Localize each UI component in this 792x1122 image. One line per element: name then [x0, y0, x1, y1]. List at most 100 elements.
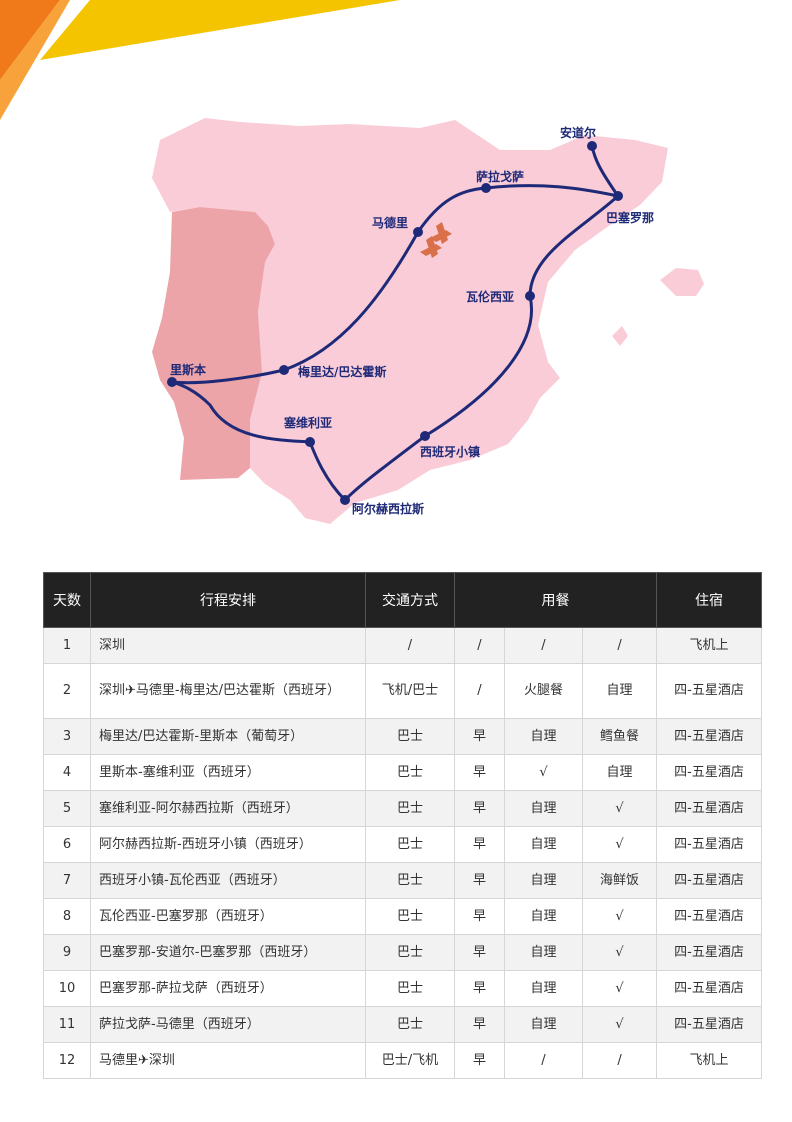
cell-dinner: √: [581, 826, 658, 863]
table-row: 2 深圳✈马德里-梅里达/巴达霍斯（西班牙） 飞机/巴士 / 火腿餐 自理 四-…: [43, 663, 763, 719]
cell-day: 1: [43, 627, 91, 664]
cell-lunch: /: [504, 1042, 583, 1079]
table-row: 10 巴塞罗那-萨拉戈萨（西班牙） 巴士 早 自理 √ 四-五星酒店: [43, 970, 763, 1007]
header-hotel: 住宿: [656, 572, 763, 628]
cell-transport: 巴士: [365, 970, 455, 1007]
cell-transport: 巴士: [365, 862, 455, 899]
cell-lunch: 自理: [504, 970, 583, 1007]
city-dot-barcelona: [613, 191, 623, 201]
city-label-lisbon: 里斯本: [170, 362, 206, 377]
cell-route: 马德里✈深圳: [90, 1042, 366, 1079]
table-body: 1 深圳 / / / / 飞机上 2 深圳✈马德里-梅里达/巴达霍斯（西班牙） …: [43, 627, 763, 1079]
cell-day: 5: [43, 790, 91, 827]
cell-hotel: 四-五星酒店: [656, 898, 763, 935]
city-dot-marbella: [340, 495, 350, 505]
city-dot-merida: [279, 365, 289, 375]
header-route: 行程安排: [90, 572, 366, 628]
cell-lunch: 火腿餐: [504, 663, 583, 719]
cell-dinner: √: [581, 934, 658, 971]
table-row: 8 瓦伦西亚-巴塞罗那（西班牙） 巴士 早 自理 √ 四-五星酒店: [43, 898, 763, 935]
city-label-seville: 塞维利亚: [284, 415, 332, 430]
city-label-andorra: 安道尔: [560, 125, 596, 140]
cell-breakfast: /: [454, 663, 505, 719]
city-dot-lisbon: [167, 377, 177, 387]
cell-hotel: 四-五星酒店: [656, 718, 763, 755]
city-label-merida: 梅里达/巴达霍斯: [298, 364, 386, 379]
airplane-icon: [420, 222, 452, 258]
cell-hotel: 四-五星酒店: [656, 790, 763, 827]
cell-lunch: √: [504, 754, 583, 791]
cell-lunch: 自理: [504, 1006, 583, 1043]
cell-hotel: 四-五星酒店: [656, 663, 763, 719]
portugal-shape: [152, 207, 275, 480]
cell-transport: 飞机/巴士: [365, 663, 455, 719]
cell-breakfast: 早: [454, 790, 505, 827]
cell-transport: 巴士: [365, 826, 455, 863]
cell-route: 梅里达/巴达霍斯-里斯本（葡萄牙）: [90, 718, 366, 755]
cell-dinner: 海鲜饭: [581, 862, 658, 899]
cell-day: 2: [43, 663, 91, 719]
city-label-zaragoza: 萨拉戈萨: [476, 169, 524, 184]
cell-day: 9: [43, 934, 91, 971]
cell-transport: 巴士: [365, 934, 455, 971]
cell-breakfast: 早: [454, 862, 505, 899]
cell-dinner: √: [581, 970, 658, 1007]
cell-dinner: √: [581, 790, 658, 827]
cell-dinner: √: [581, 1006, 658, 1043]
table-row: 7 西班牙小镇-瓦伦西亚（西班牙） 巴士 早 自理 海鲜饭 四-五星酒店: [43, 862, 763, 899]
header-meals: 用餐: [453, 572, 658, 628]
cell-route: 深圳: [90, 627, 366, 664]
table-row: 1 深圳 / / / / 飞机上: [43, 627, 763, 664]
table-row: 5 塞维利亚-阿尔赫西拉斯（西班牙） 巴士 早 自理 √ 四-五星酒店: [43, 790, 763, 827]
city-label-mijas: 西班牙小镇: [420, 444, 480, 459]
cell-hotel: 四-五星酒店: [656, 862, 763, 899]
cell-day: 6: [43, 826, 91, 863]
cell-breakfast: 早: [454, 754, 505, 791]
city-dots: [167, 141, 623, 505]
header-day: 天数: [43, 572, 91, 628]
cell-day: 10: [43, 970, 91, 1007]
city-dot-seville: [305, 437, 315, 447]
cell-dinner: 自理: [581, 754, 658, 791]
cell-breakfast: 早: [454, 898, 505, 935]
balearic-island-ibiza: [612, 326, 628, 346]
cell-route: 里斯本-塞维利亚（西班牙）: [90, 754, 366, 791]
cell-transport: 巴士: [365, 754, 455, 791]
cell-route: 塞维利亚-阿尔赫西拉斯（西班牙）: [90, 790, 366, 827]
itinerary-table: 天数 行程安排 交通方式 用餐 住宿 1 深圳 / / / / 飞机上 2 深圳…: [43, 572, 763, 1079]
cell-route: 萨拉戈萨-马德里（西班牙）: [90, 1006, 366, 1043]
cell-breakfast: 早: [454, 1042, 505, 1079]
city-label-valencia: 瓦伦西亚: [466, 289, 514, 304]
table-row: 6 阿尔赫西拉斯-西班牙小镇（西班牙） 巴士 早 自理 √ 四-五星酒店: [43, 826, 763, 863]
cell-lunch: 自理: [504, 790, 583, 827]
corner-decoration: [0, 0, 400, 120]
cell-route: 瓦伦西亚-巴塞罗那（西班牙）: [90, 898, 366, 935]
table-row: 9 巴塞罗那-安道尔-巴塞罗那（西班牙） 巴士 早 自理 √ 四-五星酒店: [43, 934, 763, 971]
cell-route: 巴塞罗那-萨拉戈萨（西班牙）: [90, 970, 366, 1007]
cell-breakfast: 早: [454, 934, 505, 971]
header-transport: 交通方式: [365, 572, 455, 628]
cell-hotel: 四-五星酒店: [656, 1006, 763, 1043]
city-dot-andorra: [587, 141, 597, 151]
cell-day: 12: [43, 1042, 91, 1079]
cell-lunch: 自理: [504, 898, 583, 935]
cell-lunch: 自理: [504, 718, 583, 755]
route-map: 安道尔 巴塞罗那 萨拉戈萨 马德里 瓦伦西亚 里斯本 梅里达/巴达霍斯 塞维利亚…: [152, 118, 704, 524]
cell-transport: /: [365, 627, 455, 664]
table-row: 3 梅里达/巴达霍斯-里斯本（葡萄牙） 巴士 早 自理 鳕鱼餐 四-五星酒店: [43, 718, 763, 755]
cell-hotel: 四-五星酒店: [656, 934, 763, 971]
cell-transport: 巴士/飞机: [365, 1042, 455, 1079]
cell-hotel: 飞机上: [656, 1042, 763, 1079]
cell-breakfast: 早: [454, 826, 505, 863]
cell-breakfast: 早: [454, 718, 505, 755]
cell-breakfast: /: [454, 627, 505, 664]
city-dot-madrid: [413, 227, 423, 237]
cell-transport: 巴士: [365, 1006, 455, 1043]
city-dot-zaragoza: [481, 183, 491, 193]
cell-lunch: 自理: [504, 826, 583, 863]
city-dot-valencia: [525, 291, 535, 301]
table-row: 11 萨拉戈萨-马德里（西班牙） 巴士 早 自理 √ 四-五星酒店: [43, 1006, 763, 1043]
cell-hotel: 四-五星酒店: [656, 826, 763, 863]
cell-day: 11: [43, 1006, 91, 1043]
cell-dinner: √: [581, 898, 658, 935]
